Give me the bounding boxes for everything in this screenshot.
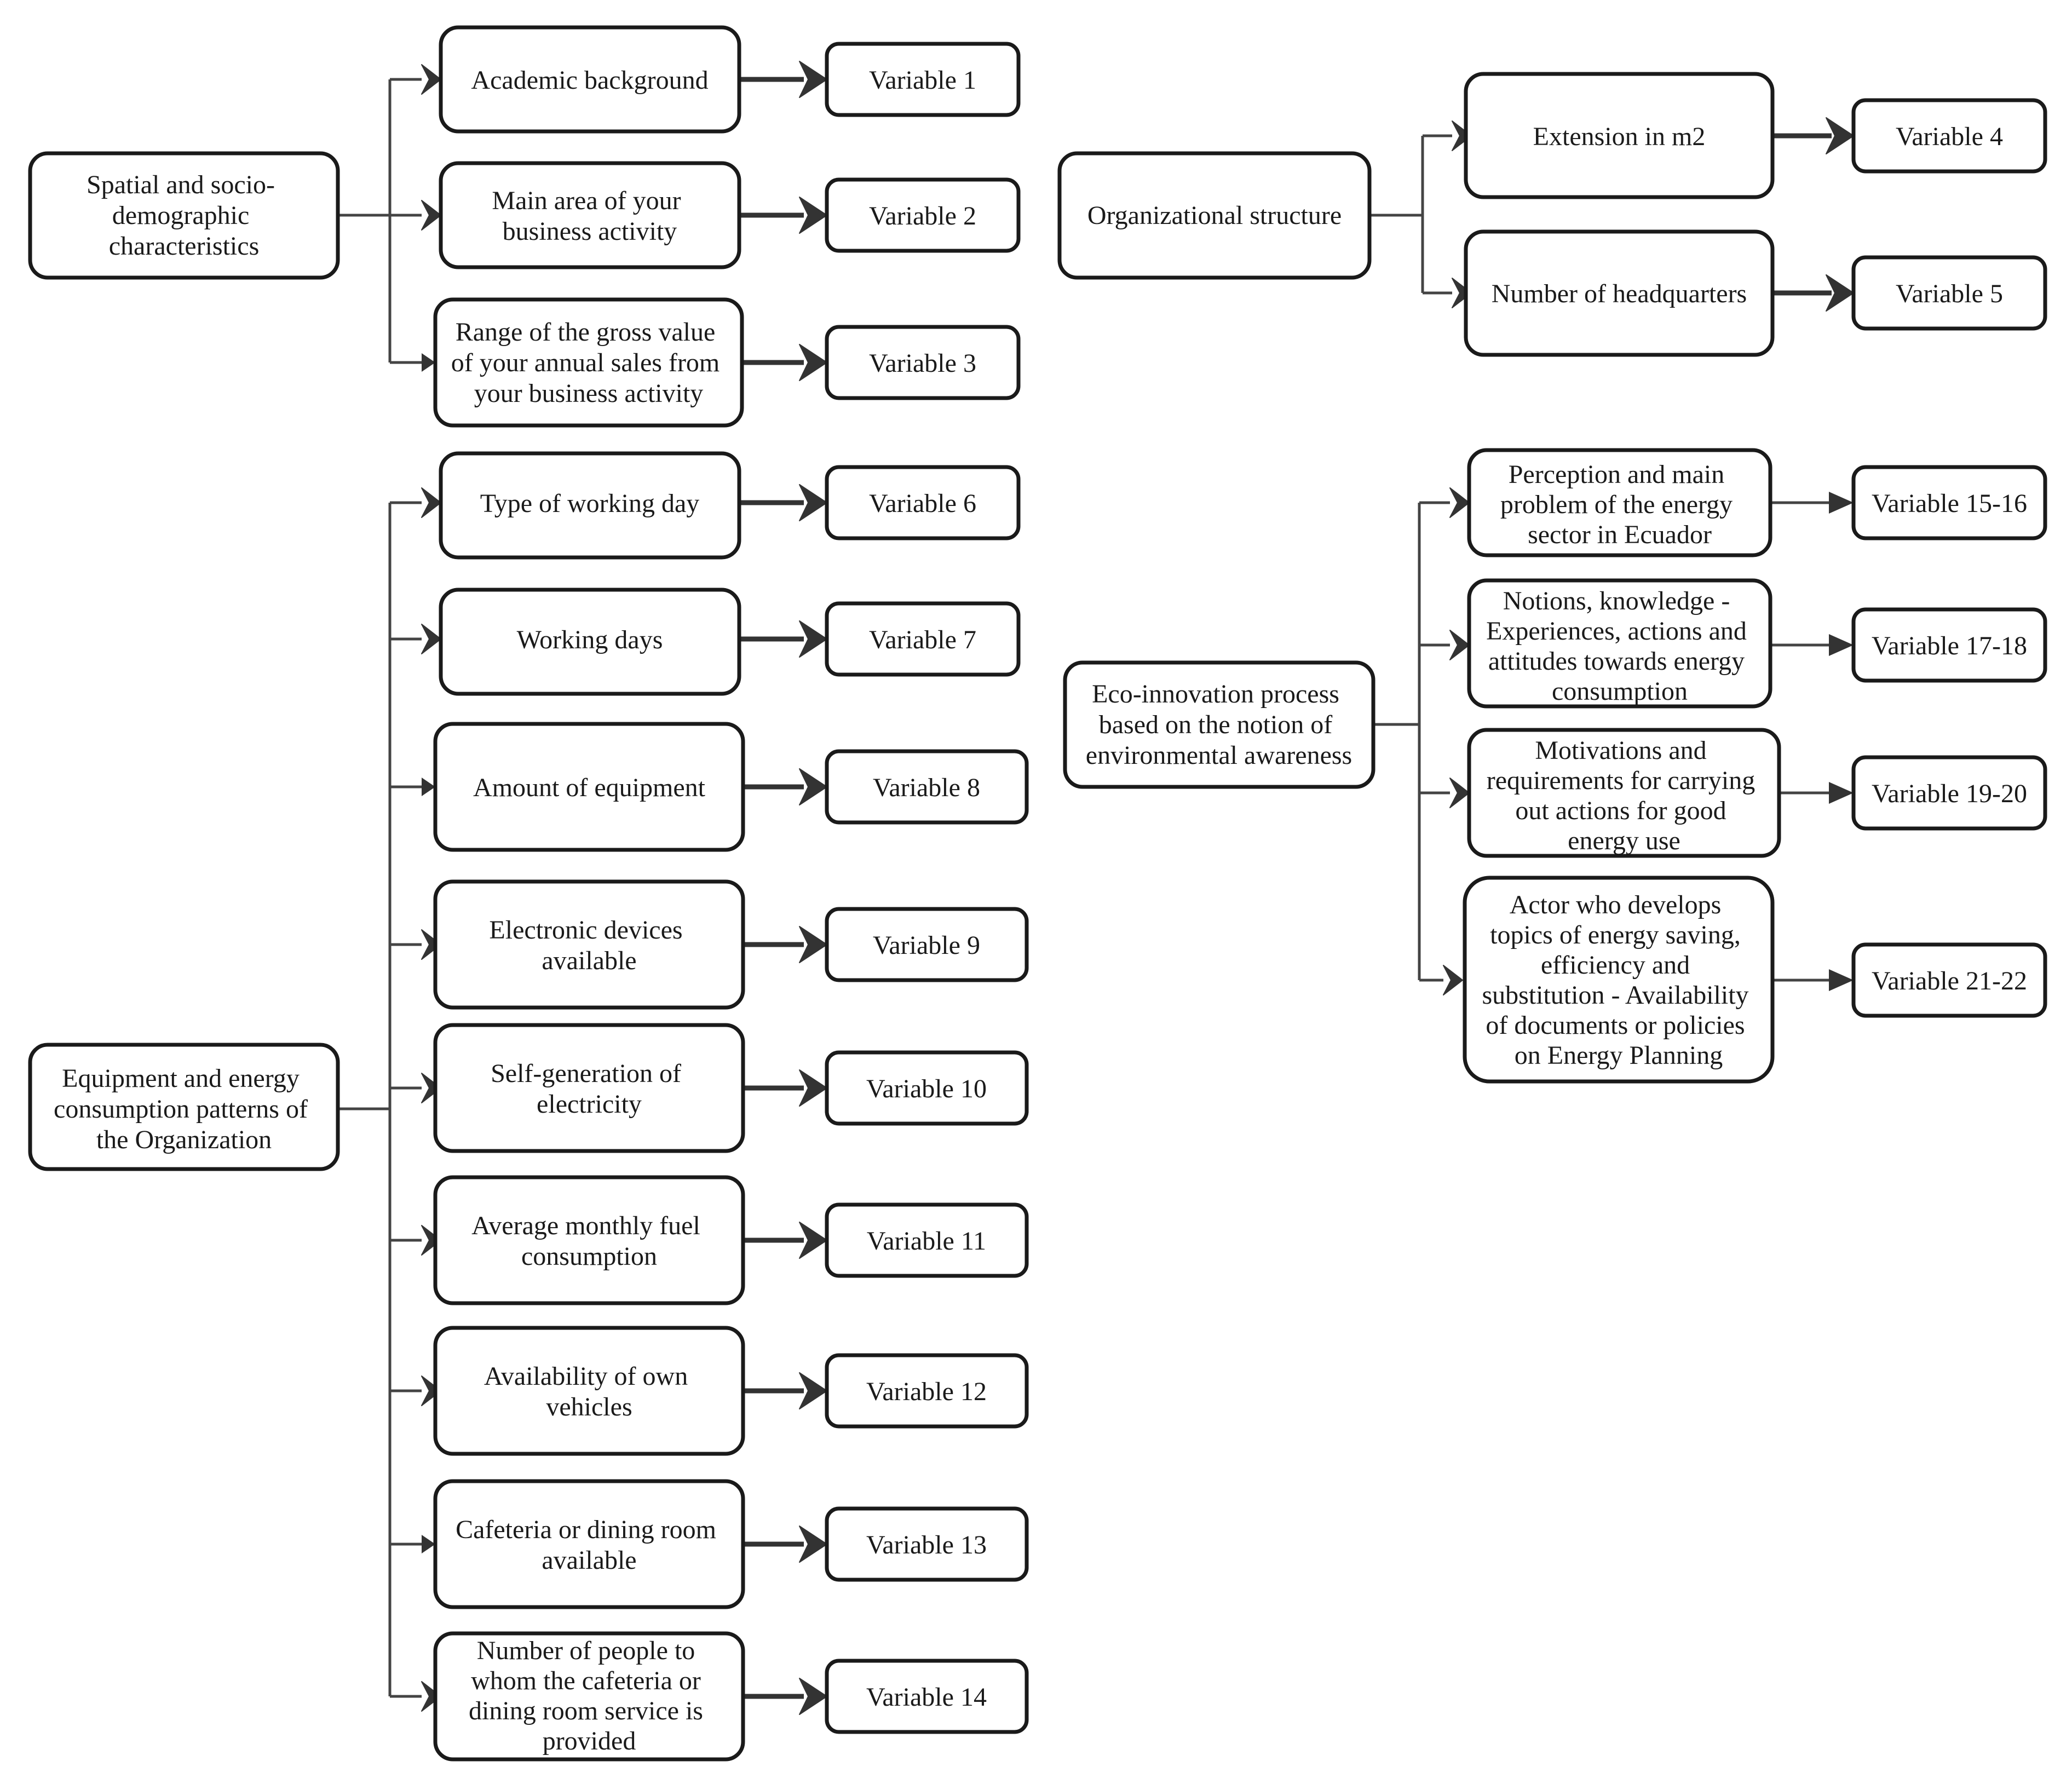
item-box-gross-sales-range: Range of the gross value of your annual …	[433, 297, 744, 428]
svg-text:Variable 13: Variable 13	[866, 1530, 987, 1559]
item-box-notions: Notions, knowledge - Experiences, action…	[1467, 578, 1772, 709]
svg-text:Cafeteria or dining room: Cafeteria or dining room available	[456, 1515, 723, 1575]
variable-box: Variable 21-22	[1851, 942, 2047, 1018]
connector-group-equipment	[338, 487, 441, 1712]
item-box-main-area: Main area of your business activity	[439, 161, 741, 269]
item-box-fuel-consumption: Average monthly fuel consumption	[433, 1175, 745, 1305]
svg-text:Range of the gross value: Range of the gross value of your annual …	[451, 318, 727, 408]
svg-text:Variable 14: Variable 14	[866, 1683, 987, 1712]
svg-text:Variable 11: Variable 11	[867, 1227, 986, 1256]
item-box-actor: Actor who develops topics of energy savi…	[1463, 876, 1775, 1084]
connector-group-organizational	[1370, 120, 1472, 308]
category-box-equipment: Equipment and energy consumption pattern…	[28, 1043, 340, 1171]
svg-text:Variable 9: Variable 9	[873, 931, 980, 960]
variable-box: Variable 8	[825, 749, 1029, 825]
svg-text:Variable 6: Variable 6	[869, 489, 976, 518]
item-box-extension: Extension in m2	[1464, 72, 1775, 199]
item-box-self-generation: Self-generation of electricity	[433, 1023, 745, 1153]
variable-boxes: Variable 1 Variable 2 Variable 3 Variabl…	[825, 42, 2047, 1734]
category-box-spatial: Spatial and socio- demographic character…	[28, 151, 340, 280]
variable-box: Variable 11	[825, 1202, 1029, 1278]
variable-box: Variable 17-18	[1851, 607, 2047, 683]
svg-text:Variable 19-20: Variable 19-20	[1872, 779, 2027, 808]
variable-box: Variable 3	[825, 325, 1021, 400]
svg-text:Variable 15-16: Variable 15-16	[1872, 489, 2027, 518]
category-label-spatial: Spatial and socio- demographic character…	[87, 170, 281, 261]
svg-text:Variable 17-18: Variable 17-18	[1872, 631, 2027, 660]
svg-text:Type of working day: Type of working day	[480, 489, 700, 518]
svg-text:Self-generation of elect: Self-generation of electricity	[491, 1059, 688, 1119]
svg-text:Availability of own vehi: Availability of own vehicles	[484, 1362, 694, 1421]
item-box-type-working-day: Type of working day	[439, 451, 741, 560]
item-box-amount-equipment: Amount of equipment	[433, 722, 745, 852]
svg-text:Amount of equipment: Amount of equipment	[473, 773, 706, 802]
svg-text:Variable 2: Variable 2	[869, 202, 976, 231]
svg-text:Variable 3: Variable 3	[869, 349, 976, 378]
svg-text:Motivations and requirem: Motivations and requirements for carryin…	[1487, 736, 1762, 855]
variable-box: Variable 13	[825, 1506, 1029, 1582]
svg-text:Notions, knowledge - Exp: Notions, knowledge - Experiences, action…	[1486, 586, 1753, 706]
variable-box: Variable 9	[825, 907, 1029, 982]
variable-box: Variable 19-20	[1851, 755, 2047, 831]
category-label-equipment: Equipment and energy consumption pattern…	[54, 1064, 314, 1154]
svg-text:Variable 10: Variable 10	[866, 1074, 987, 1103]
item-box-academic-background: Academic background	[439, 25, 741, 134]
svg-text:Variable 4: Variable 4	[1896, 122, 2003, 151]
item-box-motivations: Motivations and requirements for carryin…	[1467, 728, 1781, 858]
svg-text:Variable 1: Variable 1	[869, 66, 976, 95]
svg-text:Actor who develops topic: Actor who develops topics of energy savi…	[1482, 890, 1755, 1070]
variable-box: Variable 4	[1851, 98, 2047, 174]
svg-text:Variable 21-22: Variable 21-22	[1872, 966, 2027, 995]
variable-box: Variable 2	[825, 177, 1021, 253]
category-label-eco-innovation: Eco-innovation process based on the noti…	[1086, 680, 1352, 770]
svg-text:Variable 8: Variable 8	[873, 773, 980, 802]
item-box-electronic-devices: Electronic devices available	[433, 879, 745, 1010]
variable-box: Variable 10	[825, 1050, 1029, 1126]
svg-text:Main area of your busine: Main area of your business activity	[492, 186, 687, 246]
category-box-organizational: Organizational structure	[1057, 151, 1372, 280]
svg-text:Number of people to whom: Number of people to whom the cafeteria o…	[469, 1636, 710, 1756]
variable-box: Variable 14	[825, 1659, 1029, 1734]
item-box-cafeteria: Cafeteria or dining room available	[433, 1479, 745, 1609]
connector-group-eco-innovation	[1374, 487, 1470, 995]
variable-box: Variable 15-16	[1851, 465, 2047, 540]
connectors	[338, 61, 1854, 1715]
svg-text:Working days: Working days	[517, 625, 663, 654]
svg-text:Academic background: Academic background	[471, 66, 708, 95]
svg-text:Extension in m2: Extension in m2	[1533, 122, 1706, 151]
item-to-variable-arrows-right	[1770, 117, 1854, 991]
item-box-cafeteria-people: Number of people to whom the cafeteria o…	[433, 1631, 745, 1762]
svg-text:Variable 5: Variable 5	[1896, 279, 2003, 308]
variable-box: Variable 7	[825, 601, 1021, 677]
item-box-headquarters: Number of headquarters	[1464, 229, 1775, 357]
item-box-perception: Perception and main problem of the energ…	[1467, 448, 1772, 557]
svg-text:Variable 7: Variable 7	[869, 625, 976, 654]
variable-box: Variable 6	[825, 465, 1021, 540]
svg-text:Electronic devices avail: Electronic devices available	[489, 916, 689, 975]
category-label-organizational: Organizational structure	[1087, 201, 1342, 230]
svg-text:Perception and main prob: Perception and main problem of the energ…	[1500, 460, 1739, 549]
category-box-eco-innovation: Eco-innovation process based on the noti…	[1063, 660, 1375, 789]
svg-text:Variable 12: Variable 12	[866, 1377, 987, 1406]
svg-text:Number of headquarters: Number of headquarters	[1492, 279, 1747, 308]
item-box-working-days: Working days	[439, 588, 741, 696]
variable-box: Variable 5	[1851, 255, 2047, 331]
item-box-own-vehicles: Availability of own vehicles	[433, 1326, 745, 1456]
svg-text:Average monthly fuel con: Average monthly fuel consumption	[471, 1211, 707, 1271]
connector-group-spatial	[338, 64, 441, 372]
variable-box: Variable 12	[825, 1353, 1029, 1429]
variable-box: Variable 1	[825, 42, 1021, 117]
item-to-variable-arrows-left	[739, 61, 827, 1715]
